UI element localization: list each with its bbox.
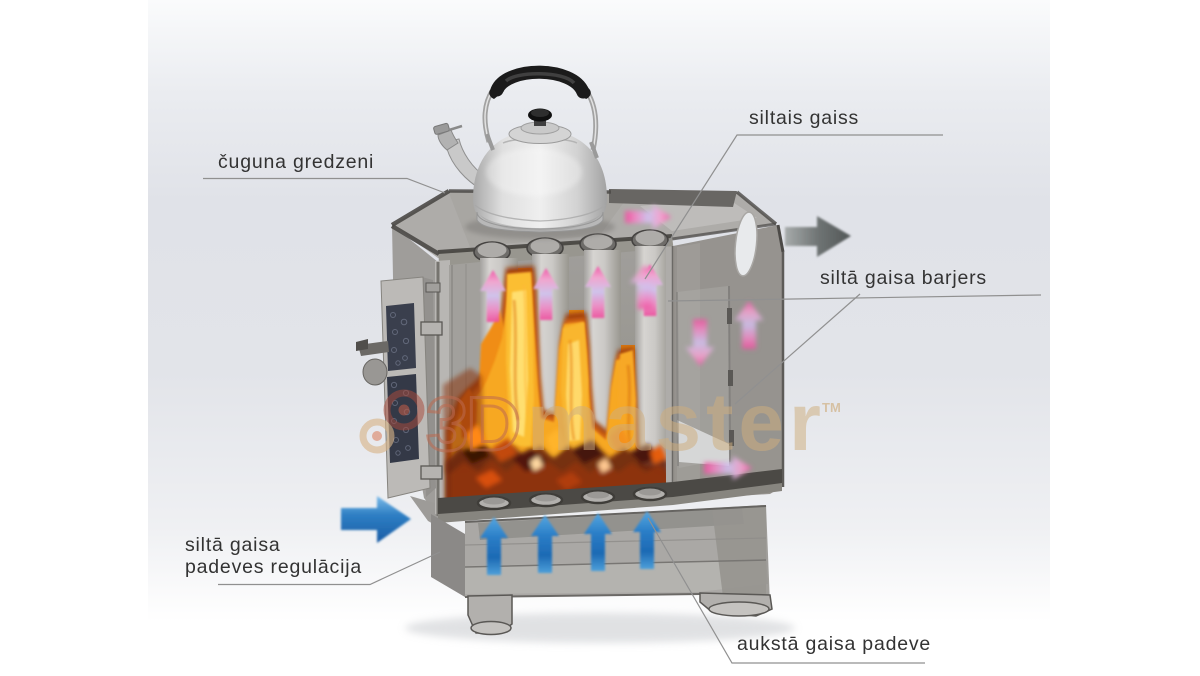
svg-text:čuguna gredzeni: čuguna gredzeni [218,151,374,173]
svg-text:TM: TM [822,400,841,415]
svg-text:siltā gaisa: siltā gaisa [185,534,281,556]
svg-text:master: master [527,377,826,468]
svg-text:padeves regulācija: padeves regulācija [185,556,362,578]
svg-text:siltā gaisa barjers: siltā gaisa barjers [820,267,987,289]
svg-text:siltais gaiss: siltais gaiss [749,107,859,129]
svg-text:3D: 3D [426,382,519,467]
svg-text:aukstā gaisa padeve: aukstā gaisa padeve [737,633,931,655]
